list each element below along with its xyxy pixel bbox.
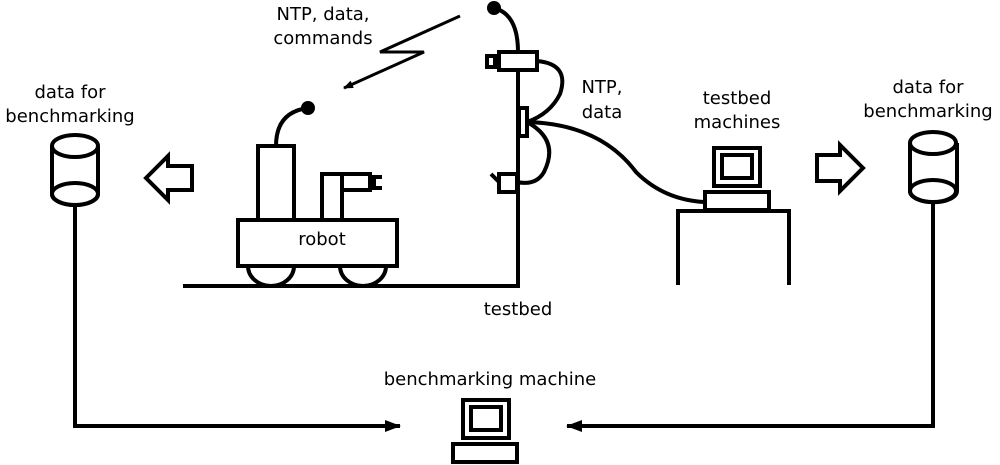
benchmarking-machine-label: benchmarking machine xyxy=(384,369,597,390)
testbed-computer-icon xyxy=(676,146,791,285)
wired-link xyxy=(526,120,706,204)
hollow-arrow-right-icon xyxy=(815,140,866,196)
testbed-machines-label-line2: machines xyxy=(694,112,781,133)
left-to-benchmark-arrow xyxy=(73,205,401,432)
left-data-label-line2: benchmarking xyxy=(5,106,134,127)
robot-label: robot xyxy=(298,229,346,250)
testbed-structure xyxy=(183,1,565,288)
right-data-label-line2: benchmarking xyxy=(863,101,992,122)
benchmarking-computer-icon xyxy=(451,398,519,464)
wired-comm-label-line1: NTP, xyxy=(581,77,622,98)
testbed-label: testbed xyxy=(484,299,553,320)
robot-icon xyxy=(236,101,399,288)
left-data-label-line1: data for xyxy=(34,82,106,103)
right-data-label-line1: data for xyxy=(892,77,964,98)
right-database-icon xyxy=(908,130,959,205)
lightning-arrow-icon xyxy=(343,14,461,90)
wired-comm-label-line2: data xyxy=(582,102,623,123)
testbed-machines-label-line1: testbed xyxy=(703,88,772,109)
wireless-comm-label-line1: NTP, data, xyxy=(276,4,369,25)
right-to-benchmark-arrow xyxy=(566,202,935,432)
wireless-comm-label-line2: commands xyxy=(273,28,372,49)
left-database-icon xyxy=(50,133,100,207)
hollow-arrow-left-icon xyxy=(143,151,194,205)
